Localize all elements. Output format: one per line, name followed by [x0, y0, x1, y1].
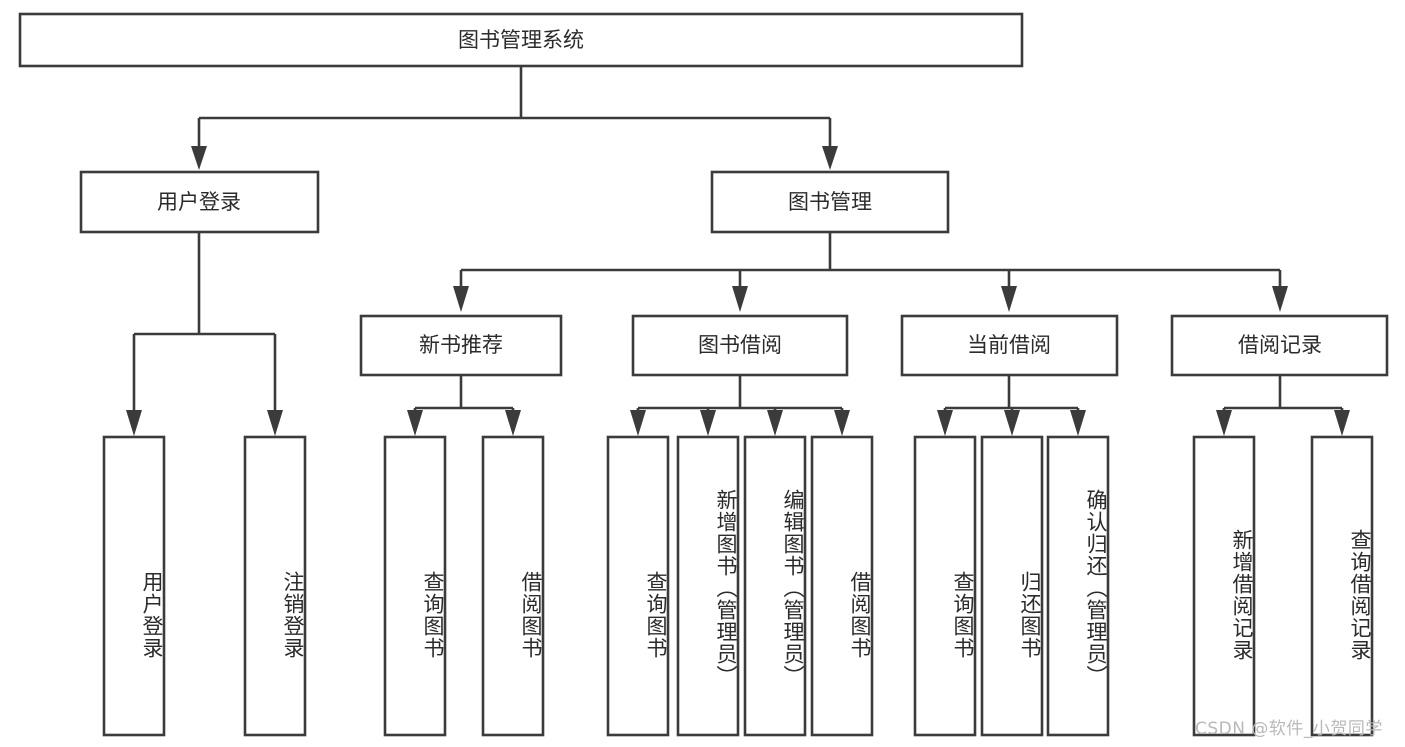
node-root-box[interactable] — [18, 12, 1024, 68]
node-borrow[interactable]: 图书借阅 — [631, 314, 849, 377]
node-root[interactable]: 图书管理系统 — [18, 12, 1024, 68]
node-leaf-confirm-return-box[interactable] — [1046, 435, 1110, 737]
connector-group-root-to-level2 — [191, 66, 838, 170]
node-leaf-add-book-box[interactable] — [676, 435, 740, 737]
node-current-label: 当前借阅 — [967, 333, 1051, 357]
arrowhead-book-manage — [822, 146, 838, 170]
node-borrow-box[interactable] — [631, 314, 849, 377]
arrowhead-query-record — [1334, 410, 1350, 436]
arrowhead-leaf-user-login — [126, 410, 142, 436]
node-user-login-label: 用户登录 — [157, 190, 241, 214]
connector-group-current-to-leaves — [937, 375, 1086, 436]
arrowhead-query-book-3 — [937, 410, 953, 436]
arrowhead-current — [1001, 286, 1017, 312]
node-leaf-borrow-book-1-box[interactable] — [481, 435, 545, 737]
connector-group-user-login-to-leaves — [126, 232, 283, 436]
arrowhead-new-book — [453, 286, 469, 312]
node-leaf-add-record-box[interactable] — [1192, 435, 1256, 737]
node-leaf-query-book-1-box[interactable] — [383, 435, 447, 737]
arrowhead-add-book — [700, 410, 716, 436]
arrowhead-borrow — [732, 286, 748, 312]
arrowhead-return-book — [1004, 410, 1020, 436]
node-user-login-box[interactable] — [79, 170, 320, 234]
node-leaf-borrow-book-2-box[interactable] — [810, 435, 874, 737]
connector-group-borrow-to-leaves — [630, 375, 850, 436]
node-new-book-box[interactable] — [359, 314, 563, 377]
connector-group-book-manage-to-level3 — [453, 232, 1288, 312]
node-book-manage-box[interactable] — [710, 170, 950, 234]
node-record[interactable]: 借阅记录 — [1170, 314, 1389, 377]
arrowhead-edit-book — [767, 410, 783, 436]
node-leaf-return-book-box[interactable] — [980, 435, 1044, 737]
connector-group-record-to-leaves — [1216, 375, 1350, 436]
node-current-box[interactable] — [900, 314, 1119, 377]
arrowhead-leaf-logout — [267, 410, 283, 436]
node-record-label: 借阅记录 — [1238, 333, 1322, 357]
node-leaf-query-record-box[interactable] — [1310, 435, 1374, 737]
node-borrow-label: 图书借阅 — [698, 333, 782, 357]
arrowhead-record — [1272, 286, 1288, 312]
arrowhead-add-record — [1216, 410, 1232, 436]
node-leaf-edit-book-box[interactable] — [743, 435, 807, 737]
arrowhead-borrow-book-1 — [505, 410, 521, 436]
arrowhead-query-book-1 — [407, 410, 423, 436]
node-leaf-logout-box[interactable] — [243, 435, 307, 737]
node-root-label: 图书管理系统 — [458, 28, 584, 52]
node-new-book-label: 新书推荐 — [419, 333, 503, 357]
node-book-manage-label: 图书管理 — [788, 190, 872, 214]
node-record-box[interactable] — [1170, 314, 1389, 377]
node-leaf-user-login-box[interactable] — [102, 435, 166, 737]
arrowhead-borrow-book-2 — [834, 410, 850, 436]
arrowhead-confirm-return — [1070, 410, 1086, 436]
node-leaf-query-book-2-box[interactable] — [606, 435, 670, 737]
node-current[interactable]: 当前借阅 — [900, 314, 1119, 377]
arrowhead-user-login — [191, 146, 207, 170]
arrowhead-query-book-2 — [630, 410, 646, 436]
node-user-login[interactable]: 用户登录 — [79, 170, 320, 234]
csdn-watermark: CSDN @软件_小贺同学 — [1195, 719, 1383, 739]
node-leaf-query-book-3-box[interactable] — [913, 435, 977, 737]
connector-group-new-book-to-leaves — [407, 375, 521, 436]
node-new-book[interactable]: 新书推荐 — [359, 314, 563, 377]
node-book-manage[interactable]: 图书管理 — [710, 170, 950, 234]
